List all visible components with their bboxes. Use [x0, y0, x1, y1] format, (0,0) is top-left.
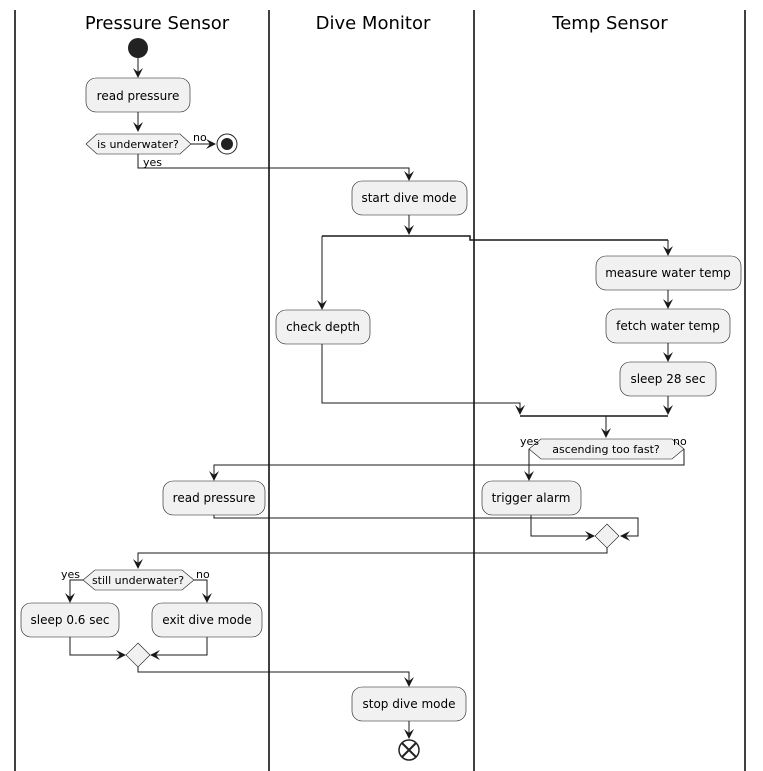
edge-no-to-exit-dive — [194, 579, 212, 603]
guard-yes-2: yes — [520, 435, 539, 448]
edge-check-depth-to-join — [321, 344, 525, 415]
edge-sleep-06-to-merge — [69, 637, 126, 660]
activity-exit-dive-mode-label: exit dive mode — [162, 613, 251, 627]
activity-check-depth-label: check depth — [286, 320, 360, 334]
edge-exit-dive-to-merge — [150, 637, 208, 660]
activity-read-pressure-label: read pressure — [97, 89, 180, 103]
activity-start-dive-mode-label: start dive mode — [361, 191, 456, 205]
guard-no-3: no — [196, 568, 210, 581]
lane-title-temp-sensor: Temp Sensor — [551, 13, 668, 34]
merge-diamond-1 — [594, 523, 620, 549]
edge-yes-to-start-dive — [137, 154, 414, 181]
lane-title-dive-monitor: Dive Monitor — [316, 13, 431, 34]
start-node — [128, 38, 148, 58]
guard-no-2: no — [673, 435, 687, 448]
flow-final-cross-b — [401, 742, 417, 758]
activity-check-depth — [275, 309, 371, 345]
guard-yes-3: yes — [61, 568, 80, 581]
edge-read-pressure-2-to-merge — [213, 515, 639, 541]
stop-node-inner — [221, 138, 233, 150]
activity-measure-water-temp-label: measure water temp — [605, 266, 731, 280]
guard-yes-1: yes — [143, 156, 162, 169]
activity-sleep-06-sec-label: sleep 0.6 sec — [31, 613, 110, 627]
edge-no-to-read-pressure — [209, 449, 685, 481]
edge-merge-to-stop-dive — [137, 667, 414, 687]
activity-sleep-28-sec-label: sleep 28 sec — [630, 372, 705, 386]
activity-stop-dive-mode-label: stop dive mode — [362, 697, 455, 711]
decision-still-underwater-label: still underwater? — [92, 574, 184, 587]
decision-ascending-too-fast-label: ascending too fast? — [552, 443, 660, 456]
merge-diamond-2 — [125, 642, 151, 668]
guard-no-1: no — [193, 131, 207, 144]
edge-merge-to-still-underwater — [133, 548, 608, 569]
activity-read-pressure-2-label: read pressure — [173, 491, 256, 505]
activity-trigger-alarm-label: trigger alarm — [492, 491, 571, 505]
fork-bar — [322, 235, 668, 241]
lane-title-pressure-sensor: Pressure Sensor — [85, 13, 230, 34]
edge-yes-to-sleep-06 — [65, 579, 83, 603]
activity-fetch-water-temp-label: fetch water temp — [616, 319, 720, 333]
edge-trigger-alarm-to-merge — [530, 515, 595, 541]
decision-is-underwater-label: is underwater? — [97, 138, 179, 151]
